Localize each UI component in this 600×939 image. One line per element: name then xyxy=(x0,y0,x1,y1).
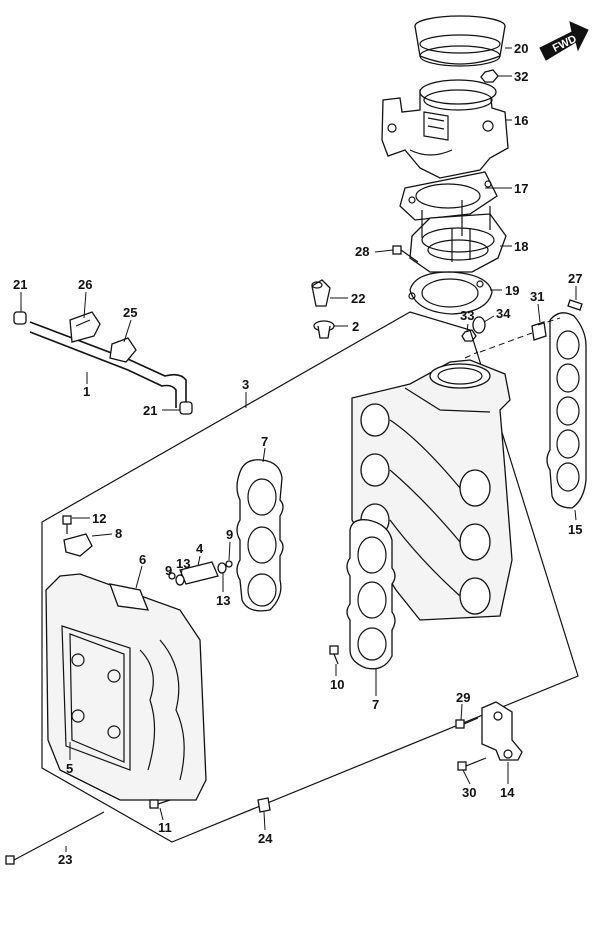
alignment-line-b xyxy=(537,317,561,326)
callout-29: 29 xyxy=(456,690,470,705)
bolt-23 xyxy=(5,811,105,865)
callout-16: 16 xyxy=(514,113,528,128)
callout-23: 23 xyxy=(58,852,72,867)
leader-lines xyxy=(20,47,577,852)
gasket-7-upper xyxy=(236,459,284,612)
callout-labels: 20 32 16 17 28 18 19 21 26 25 22 2 33 34… xyxy=(13,41,582,867)
sensor-8 xyxy=(63,533,93,557)
clip-26 xyxy=(69,311,101,343)
bolt-10 xyxy=(329,645,339,665)
callout-5: 5 xyxy=(66,761,73,776)
callout-30: 30 xyxy=(462,785,476,800)
alignment-line-c xyxy=(464,351,479,359)
fwd-label: FWD xyxy=(551,33,579,55)
clip-25 xyxy=(109,337,137,363)
callout-24: 24 xyxy=(258,831,273,846)
clamp-21b xyxy=(179,401,193,415)
callout-20: 20 xyxy=(514,41,528,56)
callout-31: 31 xyxy=(530,289,544,304)
gasket-19 xyxy=(408,271,493,315)
plug-24 xyxy=(257,797,271,813)
callout-7-lower: 7 xyxy=(372,697,379,712)
callout-13-left: 13 xyxy=(176,556,190,571)
callout-13-right: 13 xyxy=(216,593,230,608)
o-ring-13b xyxy=(217,562,227,574)
hose-1 xyxy=(29,321,187,408)
callout-15: 15 xyxy=(568,522,582,537)
callout-3: 3 xyxy=(242,377,249,392)
callout-32: 32 xyxy=(514,69,528,84)
callout-28: 28 xyxy=(355,244,369,259)
throttle-adaptor-18 xyxy=(409,200,507,273)
gasket-17 xyxy=(399,171,498,221)
o-ring-9a xyxy=(168,572,176,580)
callout-4: 4 xyxy=(196,541,204,556)
nut-32 xyxy=(480,69,499,83)
callout-11: 11 xyxy=(158,820,172,835)
bolt-29 xyxy=(455,717,479,729)
silencer-case-5 xyxy=(45,573,207,801)
bolt-11 xyxy=(149,799,171,809)
callout-19: 19 xyxy=(505,283,519,298)
callout-6: 6 xyxy=(139,552,146,567)
cover-6 xyxy=(108,583,150,611)
callout-21-bottom: 21 xyxy=(143,403,157,418)
callout-12: 12 xyxy=(92,511,106,526)
bolt-12 xyxy=(62,515,72,534)
callout-26: 26 xyxy=(78,277,92,292)
throttle-body xyxy=(381,79,509,179)
washer-34 xyxy=(472,316,486,334)
callout-18: 18 xyxy=(514,239,528,254)
callout-22: 22 xyxy=(351,291,365,306)
callout-2: 2 xyxy=(352,319,359,334)
callout-8: 8 xyxy=(115,526,122,541)
callout-9-right: 9 xyxy=(226,527,233,542)
nut-33 xyxy=(461,329,477,342)
callout-33: 33 xyxy=(460,308,474,323)
bracket-14 xyxy=(481,701,523,761)
callout-25: 25 xyxy=(123,305,137,320)
callout-27: 27 xyxy=(568,271,582,286)
assembly-frame-3 xyxy=(41,311,579,843)
dowel-31 xyxy=(531,321,547,341)
gasket-15 xyxy=(546,312,587,509)
bolt-30 xyxy=(457,757,487,771)
callout-1: 1 xyxy=(83,384,90,399)
throttle-body-boot xyxy=(414,15,506,67)
callout-34: 34 xyxy=(496,306,511,321)
pin-27 xyxy=(567,299,583,311)
callout-9-left: 9 xyxy=(165,563,172,578)
clamp-21a xyxy=(13,311,27,325)
fitting-22 xyxy=(311,279,331,307)
callout-21-top: 21 xyxy=(13,277,27,292)
callout-17: 17 xyxy=(514,181,528,196)
grommet-2 xyxy=(313,320,335,339)
o-ring-9b xyxy=(225,560,233,568)
callout-10: 10 xyxy=(330,677,344,692)
callout-7-upper: 7 xyxy=(261,434,268,449)
callout-14: 14 xyxy=(500,785,515,800)
alignment-line-a xyxy=(479,332,533,353)
gasket-7-lower xyxy=(346,519,396,670)
fwd-arrow-icon: FWD xyxy=(539,21,589,61)
o-ring-13a xyxy=(175,574,185,586)
